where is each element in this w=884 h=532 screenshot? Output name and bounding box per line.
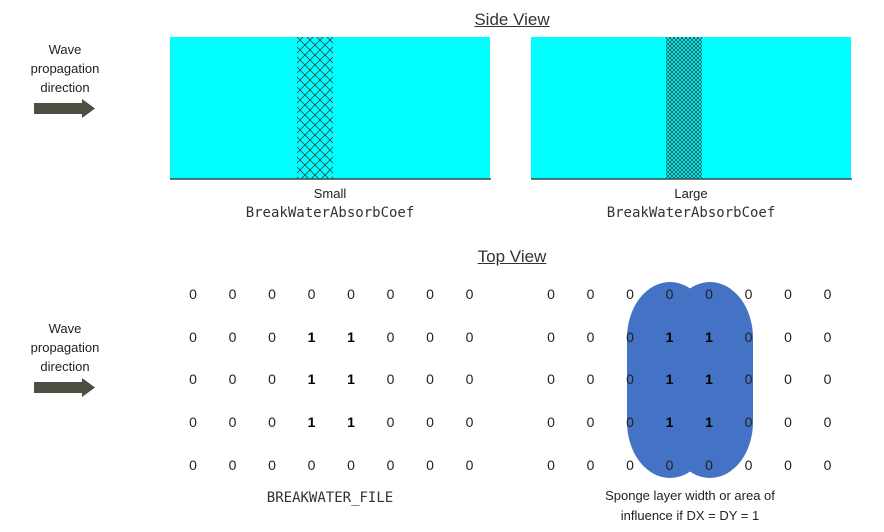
grid-left-cell: 0 <box>268 329 276 345</box>
wave-label-bottom: Wave propagation direction <box>30 321 100 374</box>
grid-right-cell: 0 <box>823 457 832 473</box>
grid-right-cell: 0 <box>626 457 634 473</box>
grid-right-cell: 0 <box>744 286 753 302</box>
grid-left-cell: 0 <box>386 286 395 302</box>
grid-right-cell: 0 <box>823 329 832 345</box>
grid-left-cell: 0 <box>465 371 474 387</box>
grid-right-cell: 0 <box>784 286 792 302</box>
grid-left-cell: 0 <box>189 329 197 345</box>
grid-left-cell: 0 <box>268 414 276 430</box>
grid-right-cell: 0 <box>705 286 713 302</box>
grid-right-cell: 1 <box>665 329 674 345</box>
grid-right-cell: 0 <box>744 371 753 387</box>
grid-left-cell: 0 <box>268 457 276 473</box>
grid-right-cell: 0 <box>823 286 832 302</box>
grid-left-cell: 1 <box>307 414 316 430</box>
caption-large: Large <box>674 186 708 201</box>
wave-label-top: Wave propagation direction <box>30 42 100 95</box>
grid-right-cell: 0 <box>744 457 753 473</box>
grid-right-cell: 0 <box>547 457 555 473</box>
top-view-title: Top View <box>477 247 547 266</box>
grid-left-cell: 0 <box>347 286 355 302</box>
grid-right-cell: 0 <box>784 371 792 387</box>
grid-left-cell: 0 <box>268 286 276 302</box>
grid-left-cell: 0 <box>465 414 474 430</box>
grid-right-cell: 0 <box>626 329 634 345</box>
grid-right-cell: 0 <box>823 371 832 387</box>
grid-right-cell: 0 <box>744 329 753 345</box>
grid-left-cell: 0 <box>347 457 355 473</box>
grid-left-cell: 0 <box>426 371 434 387</box>
grid-left-cell: 0 <box>189 371 197 387</box>
grid-right-cell: 0 <box>547 371 555 387</box>
side-view-right-panel <box>531 37 852 180</box>
wave-arrow-top <box>34 99 95 118</box>
grid-right-cell: 0 <box>586 329 595 345</box>
sponge-note: Sponge layer width or area of influence … <box>605 488 775 523</box>
grid-right-cell: 1 <box>705 371 713 387</box>
grid-left-cell: 1 <box>347 414 355 430</box>
grid-right-cell: 0 <box>547 414 555 430</box>
grid-right-cell: 0 <box>547 286 555 302</box>
sponge-layer-area <box>627 282 753 478</box>
grid-left-cell: 0 <box>465 329 474 345</box>
breakwater-hatch-small-coef <box>297 37 333 179</box>
grid-left-cell: 0 <box>189 414 197 430</box>
grid-left-cell: 0 <box>386 457 395 473</box>
grid-right-cell: 0 <box>705 457 713 473</box>
grid-left-cell: 0 <box>426 457 434 473</box>
caption-small: Small <box>313 186 347 201</box>
grid-left-cell: 1 <box>307 329 316 345</box>
breakwater-file-label: BREAKWATER_FILE <box>266 490 394 506</box>
grid-right-cell: 0 <box>586 414 595 430</box>
grid-right-cell: 0 <box>586 286 595 302</box>
grid-right-cell: 0 <box>665 457 674 473</box>
breakwater-hatch-large-coef <box>666 37 702 179</box>
grid-left-cell: 0 <box>465 457 474 473</box>
grid-right-cell: 0 <box>626 371 634 387</box>
grid-left-cell: 0 <box>268 371 276 387</box>
grid-left-cell: 0 <box>386 371 395 387</box>
grid-right-cell: 1 <box>705 329 713 345</box>
grid-right-cell: 0 <box>823 414 832 430</box>
grid-right-cell: 0 <box>744 414 753 430</box>
grid-right-cell: 0 <box>665 286 674 302</box>
grid-left-cell: 0 <box>189 286 197 302</box>
grid-left-cell: 0 <box>228 414 237 430</box>
grid-left-cell: 0 <box>426 286 434 302</box>
grid-left-cell: 0 <box>307 457 316 473</box>
grid-left-cell: 0 <box>426 329 434 345</box>
grid-right-cell: 1 <box>665 414 674 430</box>
grid-left-cell: 0 <box>228 371 237 387</box>
grid-left-cell: 0 <box>189 457 197 473</box>
param-name-left: BreakWaterAbsorbCoef <box>245 205 415 221</box>
grid-right-cell: 1 <box>705 414 713 430</box>
grid-right-cell: 0 <box>586 457 595 473</box>
grid-left-cell: 1 <box>307 371 316 387</box>
grid-left-cell: 0 <box>386 329 395 345</box>
grid-left-cell: 0 <box>307 286 316 302</box>
grid-left-cell: 1 <box>347 371 355 387</box>
grid-left-cell: 1 <box>347 329 355 345</box>
param-name-right: BreakWaterAbsorbCoef <box>606 205 776 221</box>
grid-right-cell: 0 <box>784 329 792 345</box>
side-view-left-panel <box>170 37 491 180</box>
grid-right-cell: 0 <box>626 414 634 430</box>
grid-right-cell: 0 <box>626 286 634 302</box>
grid-right-cell: 0 <box>547 329 555 345</box>
grid-right-cell: 0 <box>586 371 595 387</box>
grid-right-cell: 1 <box>665 371 674 387</box>
grid-left-cell: 0 <box>426 414 434 430</box>
grid-left-cell: 0 <box>228 286 237 302</box>
grid-left-cell: 0 <box>465 286 474 302</box>
side-view-title: Side View <box>474 10 550 29</box>
grid-left-cell: 0 <box>228 329 237 345</box>
grid-right-cell: 0 <box>784 457 792 473</box>
wave-arrow-bottom <box>34 378 95 397</box>
grid-right-cell: 0 <box>784 414 792 430</box>
grid-left-cell: 0 <box>386 414 395 430</box>
grid-left-cell: 0 <box>228 457 237 473</box>
